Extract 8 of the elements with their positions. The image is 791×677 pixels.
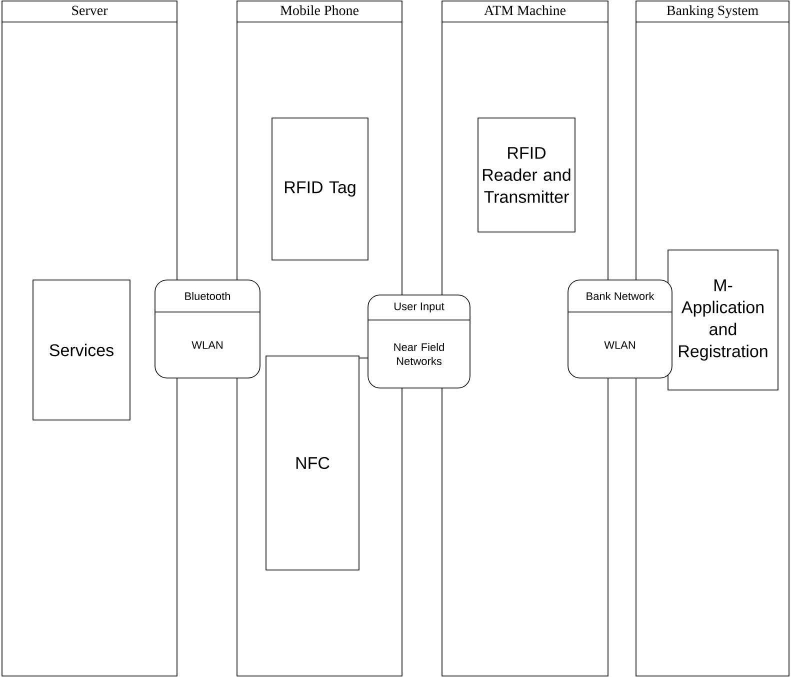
- interface-box: User Input Near Field Networks: [368, 294, 470, 388]
- component-box: RFID Tag: [272, 118, 368, 260]
- component-box: M-Application and Registration: [668, 250, 778, 390]
- component-box: NFC: [266, 356, 360, 570]
- component-box: Services: [32, 280, 130, 420]
- interface-box: Bank Network WLAN: [568, 280, 672, 378]
- interface-box: Bluetooth WLAN: [154, 280, 260, 378]
- component-box: RFID Reader and Transmitter: [478, 118, 576, 232]
